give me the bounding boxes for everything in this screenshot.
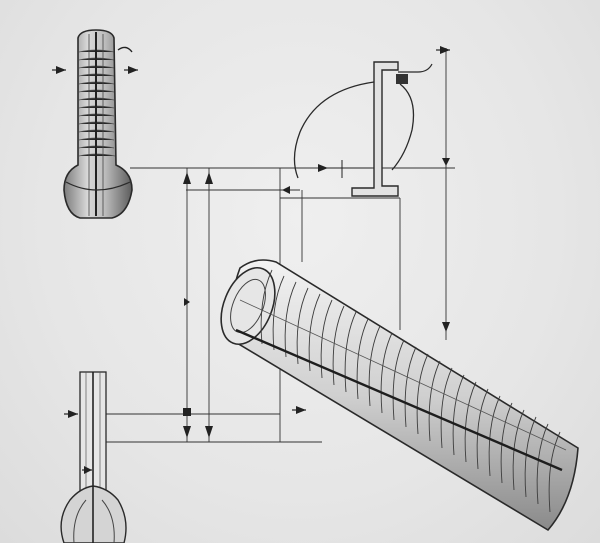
center-mark [318, 160, 372, 178]
tube-seam-line [235, 328, 563, 472]
arrow-head-icon [296, 406, 306, 414]
arrow-head-icon [84, 466, 92, 474]
arrow-head-icon [56, 66, 66, 74]
arrow-head-icon [68, 410, 78, 418]
arrow-head-icon [128, 66, 138, 74]
bottom-left-tube [60, 371, 127, 543]
bent-pipe-outline [293, 61, 433, 197]
dimension-arrowheads [183, 158, 450, 438]
vertical-corrugated-pipe [63, 29, 133, 219]
arrow-head-icon [440, 46, 450, 54]
curved-arrow-icon [117, 46, 133, 53]
diagonal-corrugated-tube [220, 259, 579, 532]
